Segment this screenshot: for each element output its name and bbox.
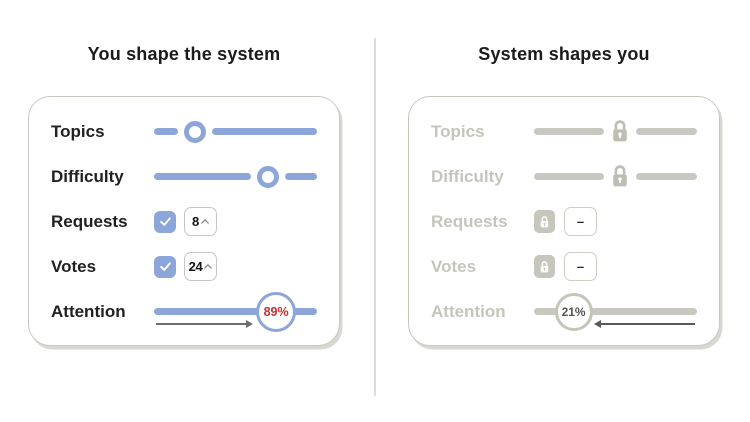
difficulty-slider-handle[interactable] (256, 165, 279, 188)
slider-track-left (534, 128, 604, 135)
row-label-attention: Attention (51, 301, 126, 321)
votes-stepper[interactable]: 24 (184, 252, 217, 281)
attention-value-bubble[interactable]: 89% (256, 291, 297, 332)
requests-checkbox[interactable] (154, 210, 176, 233)
requests-value: 8 (192, 214, 199, 229)
row-label-difficulty: Difficulty (431, 166, 504, 186)
slider-track-left (154, 173, 251, 180)
right-card: Topics Difficulty (408, 96, 720, 346)
requests-value: – (576, 214, 585, 229)
slider-track-left (534, 173, 604, 180)
left-panel: You shape the system Topics Difficulty R… (28, 38, 340, 346)
stepper-up-icon[interactable] (204, 264, 213, 269)
row-label-difficulty: Difficulty (51, 166, 124, 186)
votes-value: – (576, 259, 585, 274)
row-label-topics: Topics (431, 121, 485, 141)
lock-icon (534, 255, 555, 278)
arrow-right-icon (156, 320, 254, 327)
row-requests-locked: Requests – (431, 199, 699, 244)
difficulty-slider[interactable] (154, 154, 319, 199)
row-difficulty-locked: Difficulty (431, 154, 699, 199)
attention-value: 21% (561, 304, 586, 319)
check-icon (159, 262, 171, 271)
slider-track-right (284, 173, 317, 180)
topics-slider-locked (534, 109, 699, 154)
row-topics-locked: Topics (431, 109, 699, 154)
row-difficulty: Difficulty (51, 154, 319, 199)
slider-track-right (212, 128, 317, 135)
row-label-votes: Votes (431, 256, 477, 276)
arrow-left-icon (593, 320, 695, 327)
requests-stepper[interactable]: 8 (184, 207, 217, 236)
attention-slider[interactable]: 89% (154, 289, 319, 334)
slider-track-left (154, 128, 179, 135)
row-votes: Votes 24 (51, 244, 319, 289)
left-card: Topics Difficulty Requests (28, 96, 340, 346)
row-attention: Attention 89% (51, 289, 319, 334)
slider-track (534, 308, 697, 315)
row-attention-locked: Attention 21% (431, 289, 699, 334)
row-label-topics: Topics (51, 121, 105, 141)
topics-slider-handle[interactable] (184, 120, 207, 143)
left-panel-title: You shape the system (87, 44, 281, 64)
attention-value: 89% (263, 304, 289, 319)
slider-track-right (635, 128, 697, 135)
row-label-requests: Requests (431, 211, 508, 231)
difficulty-slider-locked (534, 154, 699, 199)
votes-value: 24 (188, 259, 203, 274)
panel-divider (374, 38, 376, 396)
lock-icon (607, 118, 633, 145)
right-panel-title: System shapes you (478, 44, 650, 64)
votes-value-disabled: – (564, 252, 597, 281)
row-requests: Requests 8 (51, 199, 319, 244)
votes-checkbox[interactable] (154, 255, 176, 278)
row-votes-locked: Votes – (431, 244, 699, 289)
row-label-attention: Attention (431, 301, 506, 321)
slider-track (154, 308, 317, 315)
stepper-up-icon[interactable] (201, 219, 209, 224)
attention-value-bubble: 21% (554, 292, 593, 331)
right-panel: System shapes you Topics Difficult (408, 38, 720, 346)
slider-track-right (635, 173, 697, 180)
row-topics: Topics (51, 109, 319, 154)
attention-slider-locked: 21% (534, 289, 699, 334)
row-label-requests: Requests (51, 211, 128, 231)
topics-slider[interactable] (154, 109, 319, 154)
requests-value-disabled: – (564, 207, 597, 236)
lock-icon (534, 210, 555, 233)
lock-icon (607, 163, 633, 190)
row-label-votes: Votes (51, 256, 97, 276)
check-icon (159, 217, 171, 226)
